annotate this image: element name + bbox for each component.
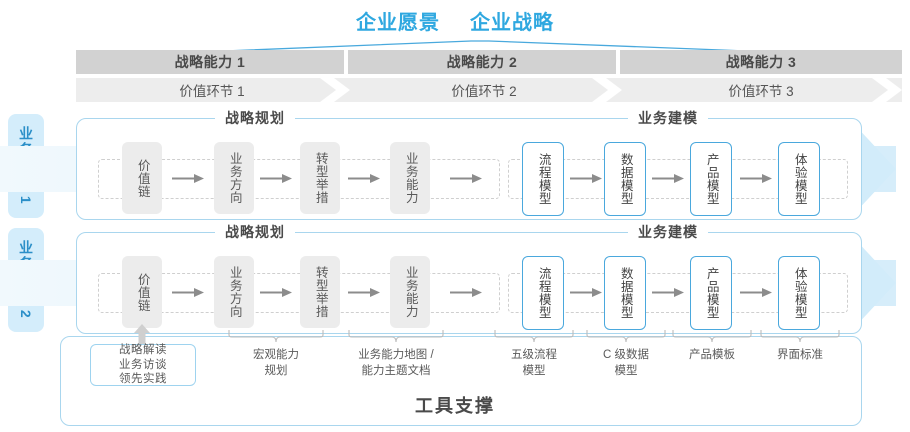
- tool-label-4-line1: C 级数据: [603, 349, 649, 361]
- row-1-arrow-5: [570, 174, 602, 183]
- row-2-box-value-chain-label: 价值链: [135, 272, 150, 312]
- row-1-box-product-model[interactable]: 产品模型: [690, 142, 732, 216]
- value-cell-3[interactable]: 价值环节 3: [728, 84, 794, 99]
- row-2-box-experience-model-label: 体验模型: [792, 267, 807, 319]
- tool-support-title: 工具支撑: [415, 396, 495, 416]
- row-2-box-experience-model[interactable]: 体验模型: [778, 256, 820, 330]
- row-1-box-process-model[interactable]: 流程模型: [522, 142, 564, 216]
- capability-cell-2[interactable]: 战略能力 2: [348, 50, 616, 74]
- value-bar-chevrons: [76, 78, 902, 102]
- row-1-box-data-model[interactable]: 数据模型: [604, 142, 646, 216]
- row-1-box-business-direction-label: 业务方向: [227, 152, 242, 204]
- row-1-arrow-4: [450, 174, 482, 183]
- tool-brace-4: [586, 330, 666, 343]
- title-enterprise-vision: 企业愿景: [356, 12, 440, 34]
- row-2-group-right: [508, 273, 848, 313]
- row-2-box-transformation-measures-label: 转型举措: [313, 266, 328, 318]
- tool-label-5-line1: 产品模板: [689, 349, 735, 361]
- row-1-box-business-capability-label: 业务能力: [403, 152, 418, 204]
- row-1-section-title-right: 业务建模: [628, 109, 708, 127]
- tool-label-3-line1: 五级流程: [511, 349, 557, 361]
- value-segment-row: 价值环节 1 价值环节 2 价值环节 3: [76, 78, 902, 102]
- row-2-arrow-6: [652, 288, 684, 297]
- value-cell-1[interactable]: 价值环节 1: [179, 84, 245, 99]
- row-2-box-value-chain[interactable]: 价值链: [122, 256, 162, 328]
- capability-cell-3[interactable]: 战略能力 3: [620, 50, 902, 74]
- tool-brace-3: [494, 330, 574, 343]
- tool-brace-6: [760, 330, 840, 343]
- tool-brace-1: [228, 330, 324, 343]
- tool-up-arrow-icon: [134, 324, 150, 346]
- row-2-arrow-7: [740, 288, 772, 297]
- row-1-box-value-chain-label: 价值链: [135, 158, 150, 198]
- tool-label-1-line1: 宏观能力: [253, 349, 299, 361]
- title-enterprise-strategy: 企业战略: [470, 12, 554, 34]
- top-title-group: 企业愿景 企业战略: [0, 6, 910, 35]
- tent-connector: [75, 40, 903, 58]
- row-2-box-business-direction-label: 业务方向: [227, 266, 242, 318]
- tool-label-1-line2: 规划: [264, 364, 288, 377]
- tool-label-2: 业务能力地图 / 能力主题文档: [342, 348, 450, 379]
- row-1-box-value-chain[interactable]: 价值链: [122, 142, 162, 214]
- row-1-box-business-capability[interactable]: 业务能力: [390, 142, 430, 214]
- tool-label-1: 宏观能力 规划: [226, 348, 326, 379]
- tool-label-3: 五级流程 模型: [494, 348, 574, 379]
- row-2-arrow-4: [450, 288, 482, 297]
- row-2-arrow-5: [570, 288, 602, 297]
- strategic-capability-row: 战略能力 1 战略能力 2 战略能力 3: [76, 50, 902, 74]
- tool-label-3-line2: 模型: [522, 364, 546, 377]
- tool-brace-5: [672, 330, 752, 343]
- row-1-arrow-7: [740, 174, 772, 183]
- tool-label-4: C 级数据 模型: [586, 348, 666, 379]
- row-2-group-left: [98, 273, 500, 313]
- row-1-box-experience-model[interactable]: 体验模型: [778, 142, 820, 216]
- tool-label-6: 界面标准: [760, 348, 840, 364]
- row-1-box-experience-model-label: 体验模型: [792, 153, 807, 205]
- row-1-box-data-model-label: 数据模型: [618, 153, 633, 205]
- row-1-group-right: [508, 159, 848, 199]
- row-2-arrow-2: [260, 288, 292, 297]
- row-2-box-process-model[interactable]: 流程模型: [522, 256, 564, 330]
- row-2-box-product-model[interactable]: 产品模型: [690, 256, 732, 330]
- row-1-box-transformation-measures-label: 转型举措: [313, 152, 328, 204]
- row-1-section-title-left: 战略规划: [215, 109, 295, 127]
- tool-label-2-line2: 能力主题文档: [361, 364, 431, 377]
- row-2-box-business-direction[interactable]: 业务方向: [214, 256, 254, 328]
- tool-label-4-line2: 模型: [614, 364, 638, 377]
- tool-box-strategy-interpretation[interactable]: 战略解读 业务访谈 领先实践: [90, 344, 196, 386]
- row-1-arrow-6: [652, 174, 684, 183]
- row-1-arrow-1: [172, 174, 204, 183]
- row-2-box-data-model-label: 数据模型: [618, 267, 633, 319]
- row-1-box-process-model-label: 流程模型: [536, 153, 551, 205]
- row-2-arrow-1: [172, 288, 204, 297]
- row-1-box-product-model-label: 产品模型: [704, 153, 719, 205]
- row-2-box-business-capability[interactable]: 业务能力: [390, 256, 430, 328]
- tool-label-6-line1: 界面标准: [777, 349, 823, 361]
- row-2-box-business-capability-label: 业务能力: [403, 266, 418, 318]
- tool-brace-2: [348, 330, 444, 343]
- value-label-group: 价值环节 1 价值环节 2 价值环节 3: [76, 78, 902, 102]
- row-2-box-transformation-measures[interactable]: 转型举措: [300, 256, 340, 328]
- row-2-box-product-model-label: 产品模型: [704, 267, 719, 319]
- row-1-box-business-direction[interactable]: 业务方向: [214, 142, 254, 214]
- row-2-section-title-left: 战略规划: [215, 223, 295, 241]
- value-cell-2[interactable]: 价值环节 2: [451, 84, 517, 99]
- tool-box-strategy-interpretation-label: 战略解读 业务访谈 领先实践: [119, 343, 167, 386]
- row-2-section-title-right: 业务建模: [628, 223, 708, 241]
- capability-cell-1[interactable]: 战略能力 1: [76, 50, 344, 74]
- row-1-box-transformation-measures[interactable]: 转型举措: [300, 142, 340, 214]
- row-1-arrow-3: [348, 174, 380, 183]
- row-1-arrow-2: [260, 174, 292, 183]
- row-1-group-left: [98, 159, 500, 199]
- tool-label-5: 产品模板: [672, 348, 752, 364]
- tool-label-2-line1: 业务能力地图 /: [358, 349, 434, 361]
- row-2-box-process-model-label: 流程模型: [536, 267, 551, 319]
- row-2-arrow-3: [348, 288, 380, 297]
- row-2-box-data-model[interactable]: 数据模型: [604, 256, 646, 330]
